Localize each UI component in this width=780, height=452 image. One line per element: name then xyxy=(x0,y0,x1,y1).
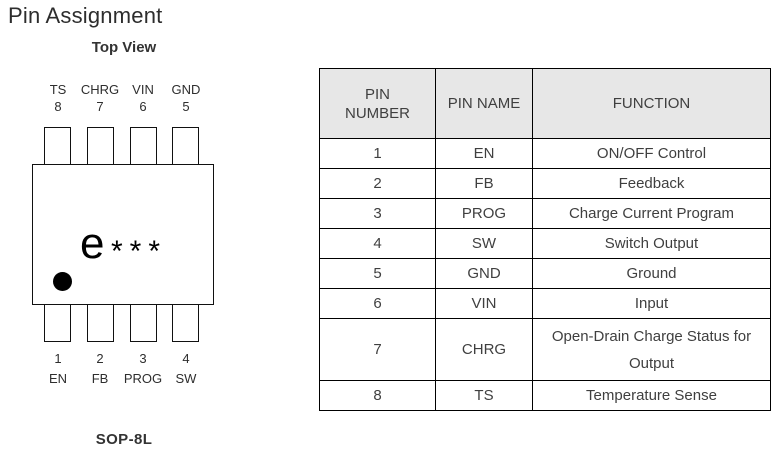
package-label: SOP-8L xyxy=(95,431,153,448)
pin-name-cell: SW xyxy=(435,228,533,259)
table-row: 8 TS Temperature Sense xyxy=(319,380,771,411)
pin1-name-label: EN xyxy=(48,371,68,386)
pin1-number-label: 1 xyxy=(54,351,62,366)
table-header-row: PIN NUMBER PIN NAME FUNCTION xyxy=(319,68,771,139)
function-cell: Charge Current Program xyxy=(532,198,771,229)
pin-name-cell: GND xyxy=(435,258,533,289)
pin6-name-label: VIN xyxy=(132,82,154,97)
pin3-lead xyxy=(130,303,157,342)
pin8-number-label: 8 xyxy=(54,99,62,114)
pin8-name-label: TS xyxy=(49,82,67,97)
pin-number-cell: 5 xyxy=(319,258,436,289)
function-cell: Open-Drain Charge Status for Output xyxy=(532,318,771,381)
page-title: Pin Assignment xyxy=(8,3,163,28)
pin7-name-label: CHRG xyxy=(80,82,120,97)
pin1-indicator-dot xyxy=(53,272,72,291)
top-view-label: Top View xyxy=(91,39,157,56)
table-row: 2 FB Feedback xyxy=(319,168,771,199)
pin-number-cell: 1 xyxy=(319,138,436,169)
pin2-name-label: FB xyxy=(91,371,109,386)
function-cell: Feedback xyxy=(532,168,771,199)
function-cell: ON/OFF Control xyxy=(532,138,771,169)
pin-name-cell: FB xyxy=(435,168,533,199)
pin-assignment-table: PIN NUMBER PIN NAME FUNCTION 1 EN ON/OFF… xyxy=(319,68,771,411)
table-row: 5 GND Ground xyxy=(319,258,771,289)
pin2-lead xyxy=(87,303,114,342)
pin5-name-label: GND xyxy=(171,82,201,97)
pin3-name-label: PROG xyxy=(123,371,163,386)
marking-wildcard-asterisks: *** xyxy=(111,235,168,268)
pin-name-cell: EN xyxy=(435,138,533,169)
table-row: 6 VIN Input xyxy=(319,288,771,319)
pin3-number-label: 3 xyxy=(139,351,147,366)
pin-number-cell: 7 xyxy=(319,318,436,381)
function-cell: Switch Output xyxy=(532,228,771,259)
pin-number-cell: 6 xyxy=(319,288,436,319)
table-row: 4 SW Switch Output xyxy=(319,228,771,259)
table-row: 3 PROG Charge Current Program xyxy=(319,198,771,229)
pin5-number-label: 5 xyxy=(182,99,190,114)
pin-name-cell: PROG xyxy=(435,198,533,229)
pin1-lead xyxy=(44,303,71,342)
pin7-lead xyxy=(87,127,114,166)
pin-name-cell: VIN xyxy=(435,288,533,319)
pin4-lead xyxy=(172,303,199,342)
pin8-lead xyxy=(44,127,71,166)
table-row: 1 EN ON/OFF Control xyxy=(319,138,771,169)
header-cell-pin-number: PIN NUMBER xyxy=(319,68,436,139)
pin-number-cell: 3 xyxy=(319,198,436,229)
pin6-number-label: 6 xyxy=(139,99,147,114)
pin-name-cell: CHRG xyxy=(435,318,533,381)
pin-number-cell: 2 xyxy=(319,168,436,199)
pin7-number-label: 7 xyxy=(96,99,104,114)
pin6-lead xyxy=(130,127,157,166)
header-cell-function: FUNCTION xyxy=(532,68,771,139)
header-cell-pin-name: PIN NAME xyxy=(435,68,533,139)
pin5-lead xyxy=(172,127,199,166)
manufacturer-logo: e xyxy=(80,219,105,268)
pin-number-cell: 8 xyxy=(319,380,436,411)
pin-number-cell: 4 xyxy=(319,228,436,259)
function-cell: Ground xyxy=(532,258,771,289)
function-cell: Temperature Sense xyxy=(532,380,771,411)
pin-diagram: Top View TS CHRG VIN GND 8 7 6 5 e *** 1… xyxy=(0,0,260,452)
pin-name-cell: TS xyxy=(435,380,533,411)
pin4-name-label: SW xyxy=(175,371,197,386)
table-row: 7 CHRG Open-Drain Charge Status for Outp… xyxy=(319,318,771,381)
pin4-number-label: 4 xyxy=(182,351,190,366)
function-cell: Input xyxy=(532,288,771,319)
pin2-number-label: 2 xyxy=(96,351,104,366)
